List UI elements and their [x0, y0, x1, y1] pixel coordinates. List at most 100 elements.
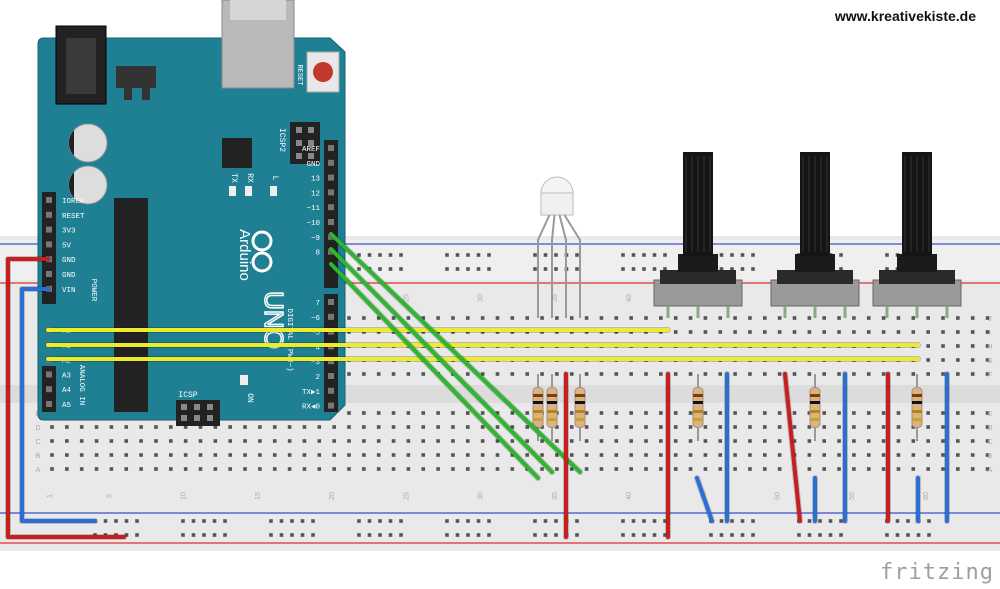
breadboard-hole: [733, 372, 737, 376]
breadboard-hole: [614, 316, 619, 320]
breadboard-hole: [644, 439, 648, 443]
breadboard-hole: [109, 439, 114, 443]
resistor-band: [810, 394, 820, 397]
breadboard-hole: [362, 439, 366, 443]
breadboard-hole: [406, 439, 411, 443]
components: [532, 152, 962, 441]
breadboard-hole: [941, 453, 945, 457]
breadboard-hole: [614, 439, 619, 443]
rail-hole: [212, 519, 217, 523]
breadboard-hole: [65, 453, 69, 457]
reset-label: RESET: [295, 64, 303, 85]
breadboard-hole: [50, 439, 54, 443]
breadboard-hole: [970, 425, 975, 429]
breadboard-hole: [926, 411, 930, 415]
rail-hole: [807, 533, 812, 537]
breadboard-hole: [777, 411, 782, 415]
arduino-logo-loop: [251, 251, 273, 273]
rail-hole: [730, 533, 734, 537]
rgb-led-leg: [558, 214, 567, 318]
breadboard-hole: [703, 453, 708, 457]
breadboard-hole: [926, 425, 930, 429]
rail-hole: [719, 253, 724, 257]
digital-pin: [328, 373, 334, 379]
breadboard-hole: [243, 453, 247, 457]
breadboard-hole: [629, 316, 633, 320]
row-letter: A: [36, 467, 41, 474]
led-label: L: [270, 176, 279, 181]
breadboard-hole: [941, 358, 945, 362]
breadboard-hole: [792, 411, 797, 415]
rail-hole: [466, 267, 470, 271]
breadboard-hole: [584, 467, 589, 471]
breadboard-hole: [555, 439, 559, 443]
resistor: [692, 387, 704, 428]
breadboard-hole: [837, 316, 841, 320]
rail-hole: [181, 519, 185, 523]
breadboard-hole: [451, 316, 455, 320]
breadboard-hole: [525, 425, 529, 429]
digital-label: DIGITAL (PWM~): [285, 308, 293, 371]
rail-hole: [839, 267, 843, 271]
power-pin-label: IOREF: [62, 198, 85, 206]
digital-pin-label: GND: [306, 161, 320, 169]
breadboard-hole: [807, 316, 812, 320]
breadboard-hole: [881, 453, 886, 457]
breadboard-hole: [659, 439, 663, 443]
icsp2-pin: [308, 140, 314, 146]
rail-hole: [663, 519, 667, 523]
breadboard-hole: [124, 467, 129, 471]
rail-hole: [487, 519, 491, 523]
breadboard-hole: [673, 425, 678, 429]
breadboard-hole: [881, 425, 886, 429]
column-number-bottom: 40: [626, 492, 633, 500]
rail-hole: [114, 519, 118, 523]
breadboard-hole: [495, 453, 500, 457]
rail-hole: [455, 267, 460, 271]
breadboard-hole: [792, 330, 797, 334]
breadboard-hole: [495, 316, 500, 320]
breadboard-hole: [362, 453, 366, 457]
breadboard-hole: [926, 467, 930, 471]
resistor-band: [547, 401, 557, 404]
breadboard-hole: [985, 411, 990, 415]
rail-hole: [269, 533, 273, 537]
rail-hole: [445, 533, 449, 537]
on-led: [240, 375, 248, 385]
breadboard-hole: [763, 330, 767, 334]
breadboard-hole: [852, 467, 856, 471]
digital-pin: [328, 233, 334, 240]
rail-hole: [575, 267, 579, 271]
breadboard-hole: [956, 330, 960, 334]
digital-pin: [328, 145, 334, 151]
breadboard-hole: [391, 439, 396, 443]
breadboard-hole: [748, 316, 752, 320]
breadboard-hole: [970, 411, 975, 415]
rail-hole: [554, 267, 558, 271]
rail-hole: [466, 533, 470, 537]
breadboard-hole: [183, 453, 188, 457]
resistor-band: [533, 394, 543, 397]
power-pin: [46, 241, 52, 248]
rail-hole: [906, 519, 910, 523]
rail-hole: [388, 253, 393, 257]
breadboard-hole: [718, 372, 723, 376]
breadboard-hole: [495, 467, 500, 471]
breadboard-hole: [480, 316, 485, 320]
breadboard-hole: [154, 439, 158, 443]
rail-hole: [839, 533, 843, 537]
rail-hole: [487, 253, 491, 257]
breadboard-hole: [629, 372, 633, 376]
digital-pin: [328, 402, 334, 409]
analog-pin-label: A5: [62, 402, 72, 410]
breadboard-hole: [451, 467, 455, 471]
breadboard-hole: [733, 425, 737, 429]
breadboard-hole: [941, 411, 945, 415]
rail-hole: [455, 519, 460, 523]
rail-hole: [279, 519, 284, 523]
breadboard-hole: [896, 453, 901, 457]
breadboard-hole: [406, 467, 411, 471]
breadboard-hole: [79, 467, 84, 471]
regulator-pin: [124, 88, 132, 100]
breadboard-hole: [495, 425, 500, 429]
